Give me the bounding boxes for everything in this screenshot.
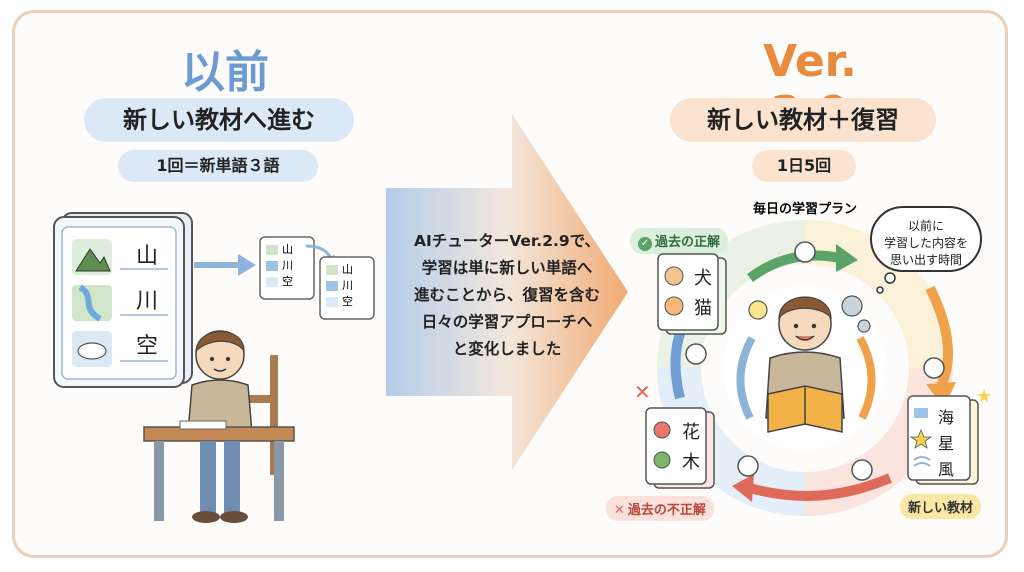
small-card-a-word-3: 空 [282,275,293,288]
transition-line-3: 進むことから、復習を含む [413,286,600,304]
textbook-illustration [53,212,193,388]
x-mark-icon: ✕ [634,380,651,404]
cat-icon [664,296,684,316]
clock-icon [685,241,945,481]
bubble-line-1: 以前に [907,219,944,233]
transition-line-2: 学習は単に新しい単語へ [421,259,593,277]
checkmark-icon: ✓ [638,237,652,251]
small-card-a-word-2: 川 [282,259,293,272]
correct-flashcards [657,253,727,335]
right-headline: 新しい教材＋復習 [670,98,936,142]
mountain-icon [72,239,112,275]
new-material-flashcards [907,395,979,485]
new-word-1: 海 [938,408,955,427]
small-card-b-word-2: 川 [342,279,353,292]
review-cycle-diagram [657,220,956,516]
sea-icon [914,408,928,418]
dog-icon [664,266,684,286]
small-card-b [319,256,375,320]
bubble-line-2: 学習した内容を [883,236,968,250]
small-card-a-word-1: 山 [282,243,293,256]
incorrect-word-2: 木 [682,452,700,473]
past-correct-tag: ✓過去の正解 [630,228,729,254]
small-card-a-words: 山 川 空 [282,242,293,290]
past-correct-label: 過去の正解 [655,235,721,250]
book-word-3: 空 [136,334,159,359]
lightbulb-icon [748,300,768,320]
transition-arrow [386,114,628,470]
bubble-tail [876,272,896,294]
small-card-b-word-3: 空 [342,295,353,308]
past-incorrect-tag: ✕過去の不正解 [606,496,714,521]
arrow-right-icon [194,254,256,276]
new-material-tag: 新しい教材 [900,494,982,519]
right-subline: 1日5回 [752,150,856,182]
recall-thought-bubble: 以前に 学習した内容を 思い出す時間 [870,206,982,272]
bubble-line-3: 思い出す時間 [889,253,962,267]
past-incorrect-label: 過去の不正解 [627,503,706,518]
flower-icon [653,421,671,439]
gear-icon [841,295,863,317]
left-title: 以前 [181,47,269,98]
transition-line-5: と変化しました [452,340,562,358]
transition-description: AIチューターVer.2.9で、 学習は単に新しい単語へ 進むことから、復習を含… [392,228,622,363]
student-at-desk-illustration [143,330,295,523]
tree-icon [653,451,671,469]
left-headline: 新しい教材へ進む [84,98,354,142]
wind-icon [913,456,931,467]
incorrect-flashcards [645,407,715,489]
correct-word-1: 犬 [694,268,712,289]
small-card-b-word-1: 山 [342,263,353,276]
book-word-2: 川 [136,289,159,314]
book-word-1: 山 [136,244,159,269]
transition-line-4: 日々の学習アプローチへ [421,313,593,331]
new-word-2: 星 [938,434,955,453]
star-icon [909,428,933,449]
new-word-3: 風 [938,460,955,479]
river-icon [72,284,112,322]
sparkle-star-icon: ★ [976,386,993,407]
transition-line-1: AIチューターVer.2.9で、 [413,232,601,250]
correct-word-2: 猫 [694,298,712,319]
cloud-icon [72,331,112,367]
small-card-a [259,236,315,300]
daily-plan-label: 毎日の学習プラン [752,202,857,217]
x-icon: ✕ [614,503,625,518]
left-subline: 1回＝新単語３語 [118,150,318,182]
small-card-b-words: 山 川 空 [342,262,353,310]
incorrect-word-1: 花 [682,422,700,443]
